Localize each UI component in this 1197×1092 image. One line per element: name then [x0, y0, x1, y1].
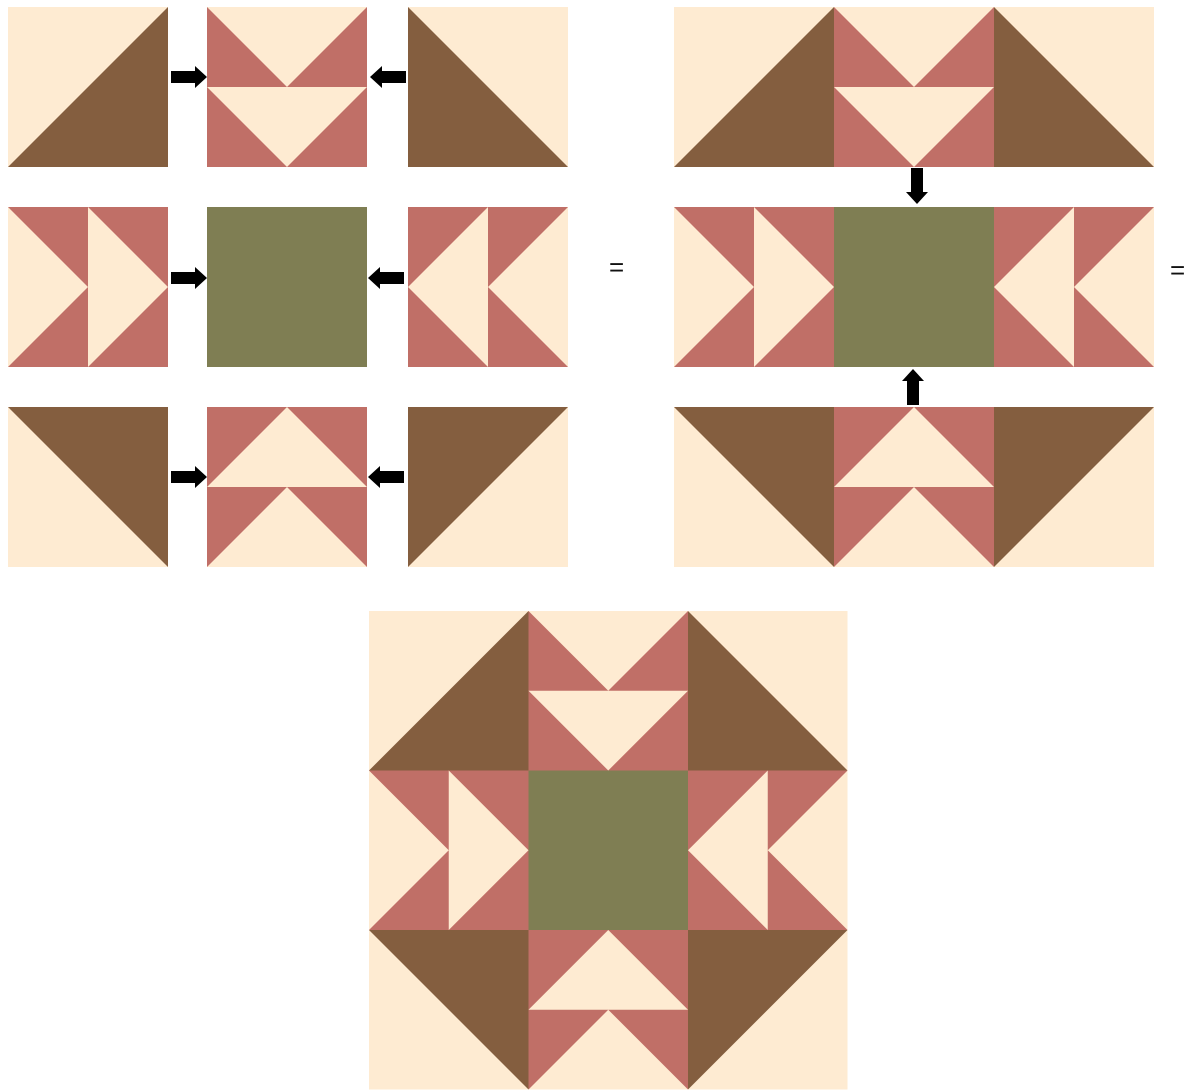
flying-geese-unit [207, 407, 367, 567]
half-square-triangle-unit [8, 407, 168, 567]
arrow [902, 369, 924, 405]
flying-geese-unit [688, 771, 848, 931]
half-square-triangle-unit [408, 7, 568, 167]
half-square-triangle-unit [674, 7, 834, 167]
flying-geese-unit [834, 7, 994, 167]
arrow [171, 267, 207, 289]
finished-block [369, 611, 848, 1090]
flying-geese-unit [369, 771, 529, 931]
flying-geese-unit [529, 611, 689, 771]
half-square-triangle-unit [674, 407, 834, 567]
arrow [171, 66, 207, 88]
flying-geese-unit [207, 7, 367, 167]
arrow [906, 168, 928, 204]
half-square-triangle-unit [688, 930, 848, 1090]
half-square-triangle-unit [369, 930, 529, 1090]
flying-geese-unit [408, 207, 568, 367]
half-square-triangle-unit [994, 7, 1154, 167]
equals-sign: = [1170, 257, 1185, 283]
flying-geese-unit [529, 930, 689, 1090]
arrow [370, 66, 406, 88]
center-square [834, 207, 994, 367]
half-square-triangle-unit [8, 7, 168, 167]
flying-geese-unit [994, 207, 1154, 367]
center-square [529, 771, 689, 931]
center-square [207, 207, 367, 367]
half-square-triangle-unit [408, 407, 568, 567]
flying-geese-unit [8, 207, 168, 367]
equals-sign: = [609, 254, 624, 280]
half-square-triangle-unit [688, 611, 848, 771]
step-2-rows [674, 7, 1154, 567]
flying-geese-unit [674, 207, 834, 367]
arrow [171, 466, 207, 488]
half-square-triangle-unit [994, 407, 1154, 567]
arrow [368, 267, 404, 289]
flying-geese-unit [834, 407, 994, 567]
half-square-triangle-unit [369, 611, 529, 771]
arrow [368, 466, 404, 488]
step-1-units [8, 7, 568, 567]
